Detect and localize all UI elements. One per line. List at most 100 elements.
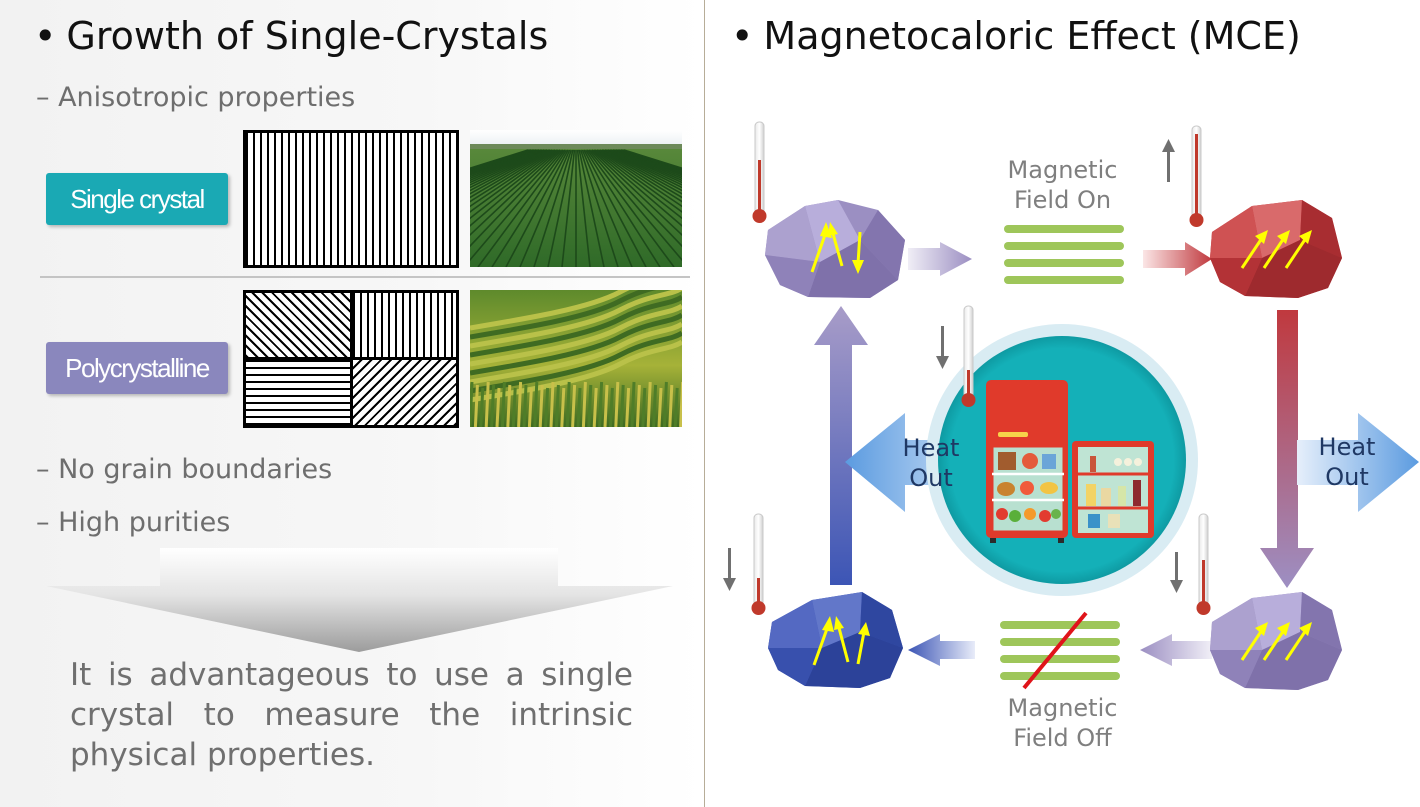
heat-out-left-label: Heat Out bbox=[895, 433, 967, 493]
crop-row-line bbox=[615, 149, 682, 176]
crop-row-line bbox=[609, 149, 682, 184]
thermometer-icon-center bbox=[961, 305, 976, 407]
crop-row-line bbox=[583, 149, 647, 267]
crop-row-line bbox=[470, 149, 564, 262]
crop-row-line bbox=[470, 149, 561, 237]
grain-horizontal bbox=[246, 360, 350, 425]
corn-stalk bbox=[549, 381, 555, 427]
corn-stalk bbox=[598, 381, 604, 427]
corn-row-curve bbox=[470, 312, 682, 376]
corn-stalk bbox=[484, 381, 490, 427]
corn-stalk bbox=[571, 384, 577, 427]
corn-stalk bbox=[625, 387, 631, 427]
crop-row-line bbox=[620, 149, 682, 172]
heat-out-left-line-2: Out bbox=[909, 464, 953, 492]
corn-stalk bbox=[495, 387, 501, 427]
corn-row-curve bbox=[470, 321, 682, 385]
crop-row-line bbox=[470, 149, 538, 178]
grain-diagonal-a bbox=[246, 293, 350, 357]
right-title-text: Magnetocaloric Effect (MCE) bbox=[763, 14, 1301, 58]
corn-stalk bbox=[587, 384, 593, 427]
sub-anisotropic: – Anisotropic properties bbox=[36, 82, 356, 113]
crop-row-line bbox=[470, 149, 545, 186]
corn-stalk bbox=[473, 384, 479, 427]
crop-row-line bbox=[591, 149, 682, 237]
bullet: • bbox=[731, 14, 754, 58]
field-off-label: Magnetic Field Off bbox=[990, 693, 1135, 753]
crop-row-line bbox=[470, 149, 558, 220]
corn-stalk bbox=[500, 381, 506, 427]
crop-row-line bbox=[547, 149, 574, 267]
crop-row-line bbox=[589, 149, 682, 248]
crop-row-line bbox=[594, 149, 682, 220]
crop-row-line bbox=[596, 149, 682, 213]
heat-out-right-arrow bbox=[1297, 413, 1419, 512]
crop-row-line bbox=[588, 149, 682, 262]
field-on-label: Magnetic Field On bbox=[990, 155, 1135, 215]
conclusion-line-2: crystal to measure the intrinsic bbox=[70, 697, 633, 733]
cycle-arrow-down bbox=[1260, 310, 1314, 588]
thermometer-icon-top-right bbox=[1189, 125, 1204, 227]
crop-row-line bbox=[604, 149, 682, 192]
crop-row-line bbox=[610, 149, 682, 182]
corn-stalk bbox=[544, 387, 550, 427]
corn-row-curve bbox=[470, 290, 657, 340]
corn-row-curve bbox=[470, 294, 682, 358]
crystal-icon-bottom-left bbox=[768, 592, 903, 688]
crop-row-line bbox=[470, 149, 551, 199]
heat-out-right-label: Heat Out bbox=[1311, 432, 1383, 492]
crop-row-line bbox=[612, 149, 682, 180]
thermometer-icon-bottom-left bbox=[751, 513, 766, 615]
corn-stalk bbox=[673, 387, 679, 427]
sub-high-purities: – High purities bbox=[36, 507, 231, 538]
corn-stalk bbox=[527, 387, 533, 427]
corn-stalk bbox=[554, 384, 560, 427]
left-title: •Growth of Single-Crystals bbox=[34, 14, 548, 58]
right-title: •Magnetocaloric Effect (MCE) bbox=[731, 14, 1301, 58]
arrow-to-field-on bbox=[908, 242, 972, 276]
crop-row-line bbox=[470, 149, 542, 182]
grain-diagonal-b bbox=[353, 360, 456, 425]
crop-row-line bbox=[470, 149, 546, 189]
field-off-line-2: Field Off bbox=[1013, 724, 1112, 752]
corn-stalk bbox=[490, 384, 496, 427]
crop-row-line bbox=[580, 149, 619, 267]
thermometer-icon-bottom-right bbox=[1196, 513, 1211, 615]
crop-row-line bbox=[607, 149, 682, 186]
crop-row-line bbox=[593, 149, 682, 227]
crop-row-line bbox=[470, 149, 543, 184]
crop-row-line bbox=[470, 149, 535, 175]
conclusion-text: It is advantageous to use a single cryst… bbox=[70, 655, 633, 775]
down-arrow-icon-center bbox=[936, 326, 949, 369]
corn-stalk bbox=[668, 384, 674, 427]
corn-stalk bbox=[619, 384, 625, 427]
corn-stalk bbox=[506, 384, 512, 427]
arrow-to-blue-crystal bbox=[908, 634, 975, 666]
left-title-text: Growth of Single-Crystals bbox=[66, 14, 549, 58]
crystal-icon-top-right bbox=[1210, 200, 1342, 298]
corn-stalk bbox=[517, 381, 523, 427]
corn-stalk bbox=[662, 381, 668, 427]
straight-crop-rows-image bbox=[470, 130, 682, 267]
crop-row-line bbox=[618, 149, 682, 173]
crop-row-line bbox=[470, 149, 556, 213]
heat-out-left-line-1: Heat bbox=[902, 434, 960, 462]
corn-stalk bbox=[652, 384, 658, 427]
corn-stalk bbox=[635, 384, 641, 427]
arrow-to-field-off bbox=[1140, 634, 1212, 666]
field-on-line-1: Magnetic bbox=[1007, 156, 1118, 184]
polycrystalline-badge: Polycrystalline bbox=[46, 342, 228, 394]
corn-row-curve bbox=[470, 303, 682, 367]
crop-row-line bbox=[602, 149, 682, 195]
crop-row-line bbox=[614, 149, 682, 178]
crop-row-line bbox=[576, 149, 591, 267]
corn-stalk bbox=[657, 387, 663, 427]
corn-stalk bbox=[646, 381, 652, 427]
corn-stalk bbox=[565, 381, 571, 427]
field-off-cancel-slash bbox=[1022, 611, 1088, 690]
crop-row-line bbox=[470, 149, 563, 248]
crop-row-line bbox=[578, 149, 605, 267]
crop-row-line bbox=[470, 149, 553, 203]
refrigerator-icon bbox=[986, 380, 1154, 543]
single-crystal-pattern bbox=[243, 130, 459, 268]
